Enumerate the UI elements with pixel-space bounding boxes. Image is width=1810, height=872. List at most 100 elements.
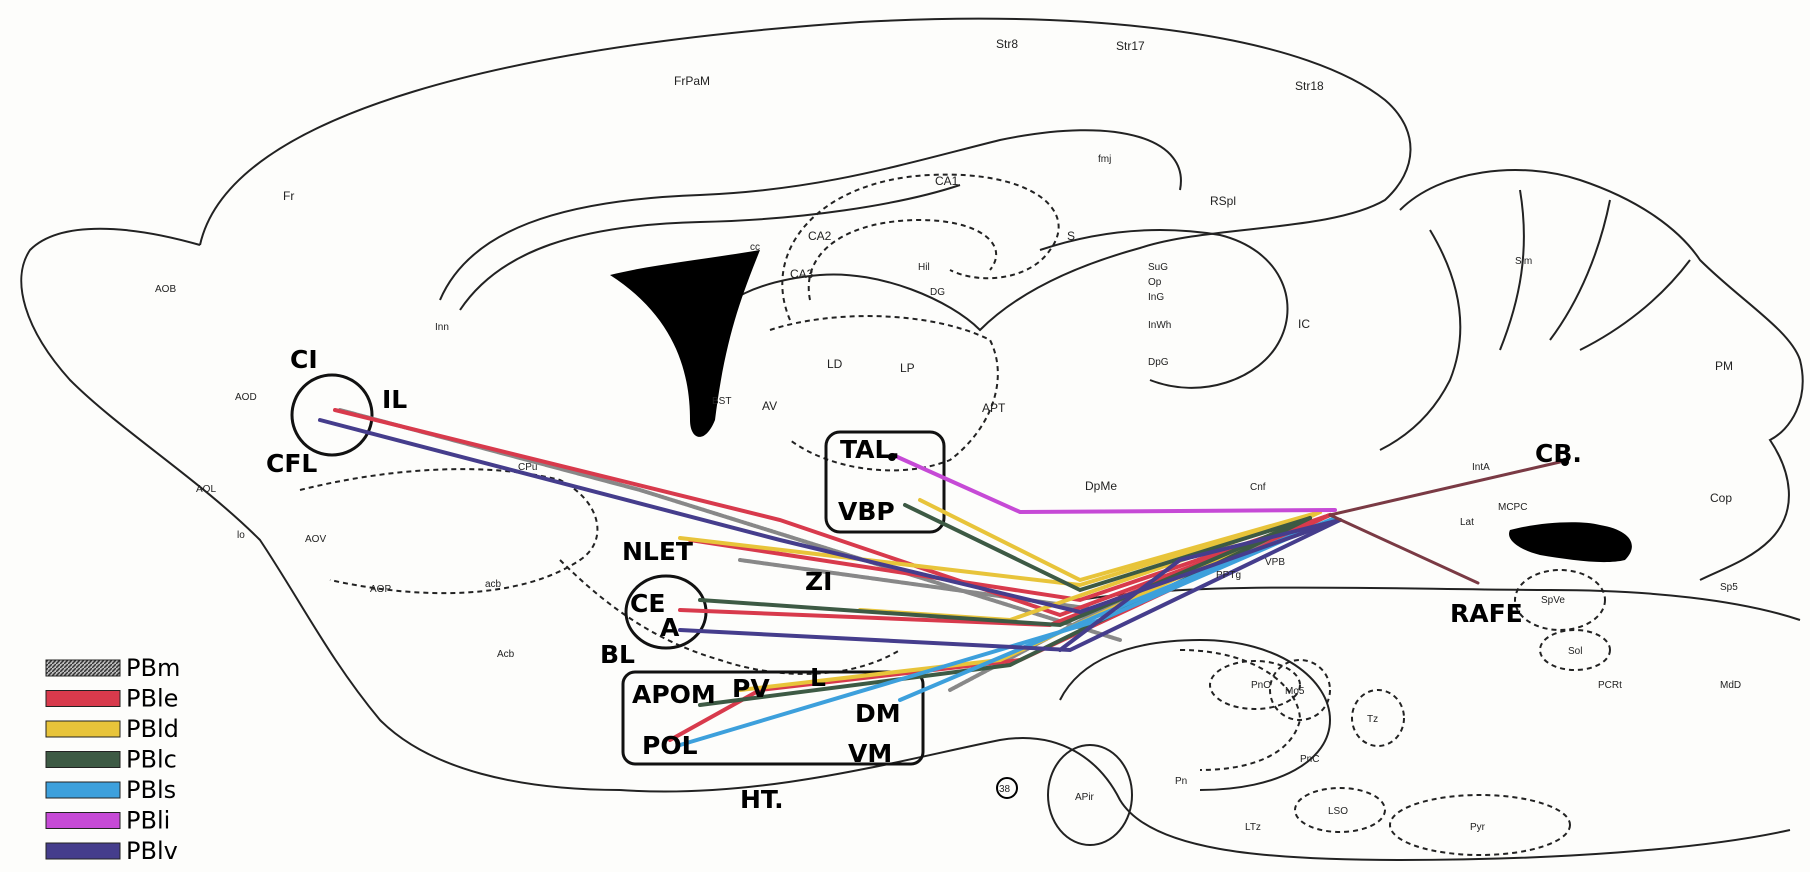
label-zi: ZI [805,567,832,596]
label-aob: AOB [155,284,176,295]
label-str18: Str18 [1295,79,1324,93]
label-cpu: CPu [518,462,537,473]
label-rafe: RAFE [1450,599,1523,628]
label-sp5: Sp5 [1720,582,1738,593]
label-acb-small: acb [485,579,502,590]
label-ca1: CA1 [935,174,959,188]
legend-swatch-pbli [46,813,120,829]
cerebellum-fold3 [1550,200,1610,340]
label-inta: IntA [1472,462,1490,473]
lateral-ventricle-fill [610,250,760,437]
label-aov: AOV [305,534,326,545]
label-pptg: PPTg [1216,570,1241,581]
label-l: L [810,663,826,692]
cerebellum-fold4 [1580,260,1690,350]
label-sim: Sim [1515,256,1532,267]
cortex-outline [200,19,1411,330]
brainstem-outline [620,738,1790,860]
label-aol: AOL [196,484,216,495]
label-ing: InG [1148,292,1164,303]
label-pno: PnO [1251,680,1271,691]
hippocampus-inner [809,220,996,300]
label-mdd: MdD [1720,680,1741,691]
legend-label-pblc: PBlc [126,746,177,774]
label-nlet: NLET [622,537,693,566]
label-ht: HT. [740,785,784,814]
label-ci: CI [290,345,318,374]
label-vm: VM [848,739,892,768]
label-inwh: InWh [1148,320,1171,331]
label-pyr: Pyr [1470,822,1486,833]
label-apom: APOM [632,680,716,709]
label-cc: cc [750,242,760,253]
label-s: S [1067,229,1075,243]
label-lso: LSO [1328,806,1348,817]
filled-regions [610,250,1632,798]
highlight-contours [292,375,944,764]
label-dm: DM [855,699,901,728]
label-cb: CB. [1535,439,1582,468]
label-av: AV [762,399,777,413]
label-rspl: RSpl [1210,194,1236,208]
legend-swatch-pblc [46,752,120,768]
label-pv: PV [732,674,770,703]
label-apt: APT [982,401,1006,415]
label-sol: Sol [1568,646,1582,657]
projection-lines [320,410,1560,745]
label-a: A [660,613,680,642]
label-apir: APir [1075,792,1095,803]
label-pnc: PnC [1300,754,1319,765]
label-dg: DG [930,287,945,298]
legend-swatch-pble [46,691,120,707]
label-lp: LP [900,361,915,375]
label-fr: Fr [283,189,294,203]
label-bst: BST [712,396,731,407]
legend-swatch-pbm [46,660,120,676]
legend-swatch-pblv [46,843,120,859]
label-mo5: Mo5 [1285,686,1305,697]
label-inn: Inn [435,322,449,333]
striatum-dashed [300,469,597,593]
label-sug: SuG [1148,262,1168,273]
legend-label-pbls: PBls [126,776,176,804]
label-pcrt: PCRt [1598,680,1622,691]
label-cop: Cop [1710,491,1732,505]
label-pm: PM [1715,359,1733,373]
label-aod: AOD [235,392,257,403]
legend-label-pbli: PBli [126,807,170,835]
cerebellum-fold1 [1380,230,1460,450]
tal-dot [888,453,896,461]
label-spve: SpVe [1541,595,1565,606]
legend-label-pbm: PBm [126,654,180,682]
pons-dashed [1180,650,1300,770]
legend-label-pbld: PBld [126,715,179,743]
small-labels: FrPaM Str8 Str17 Str18 Fr fmj CA1 RSpl C… [155,37,1741,833]
label-vpb: VPB [1265,557,1285,568]
label-lat: Lat [1460,517,1474,528]
label-cfl: CFL [266,449,317,478]
legend-swatch-pbls [46,782,120,798]
label-acb: Acb [497,649,515,660]
label-cnf: Cnf [1250,482,1266,493]
label-ld: LD [827,357,843,371]
label-dpme: DpMe [1085,479,1117,493]
fourth-ventricle-fill [1509,522,1632,562]
label-lo: lo [237,530,245,541]
legend-label-pblv: PBlv [126,837,178,865]
label-aop: AOP [370,584,391,595]
label-hil: Hil [918,262,930,273]
cb-dot [1561,458,1569,466]
label-ic: IC [1298,317,1310,331]
legend-swatch-pbld [46,721,120,737]
label-tz: Tz [1367,714,1378,725]
legend-label-pble: PBle [126,685,178,713]
cerebellum-fold2 [1500,190,1524,350]
label-vbp: VBP [838,497,895,526]
label-pol: POL [642,731,698,760]
label-str17: Str17 [1116,39,1145,53]
label-bl: BL [600,640,635,669]
label-ltz: LTz [1245,822,1261,833]
